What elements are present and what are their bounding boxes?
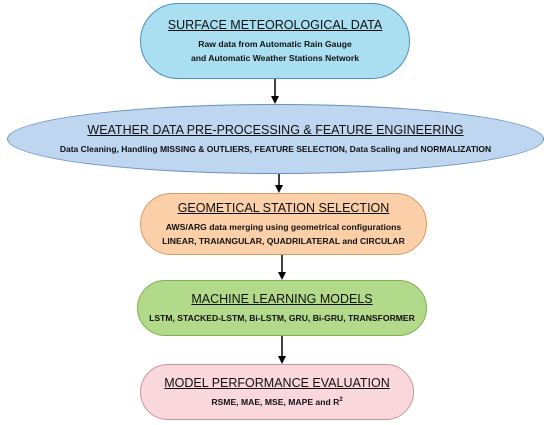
node-description: and Automatic Weather Stations Network [190, 52, 360, 63]
evaluation-node: MODEL PERFORMANCE EVALUATION RSME, MAE, … [140, 364, 414, 420]
ml-models-node: MACHINE LEARNING MODELS LSTM, STACKED-LS… [137, 280, 427, 336]
node-description: Data Cleaning, Handling MISSING & OUTLIE… [59, 143, 492, 154]
node-title: WEATHER DATA PRE-PROCESSING & FEATURE EN… [87, 122, 464, 137]
node-description: LINEAR, TRAIANGULAR, QUADRILATERAL and C… [162, 235, 405, 246]
station-selection-node: GEOMETICAL STATION SELECTION AWS/ARG dat… [140, 193, 427, 255]
node-title: GEOMETICAL STATION SELECTION [177, 200, 390, 215]
node-title: SURFACE METEOROLOGICAL DATA [167, 17, 383, 32]
node-description: AWS/ARG data merging using geometrical c… [165, 221, 402, 232]
node-title: MODEL PERFORMANCE EVALUATION [164, 375, 390, 390]
node-title: MACHINE LEARNING MODELS [191, 291, 373, 306]
node-description: Raw data from Automatic Rain Gauge [198, 38, 352, 49]
node-description: LSTM, STACKED-LSTM, Bi-LSTM, GRU, Bi-GRU… [149, 312, 415, 323]
node-description: RSME, MAE, MSE, MAPE and R2 [211, 395, 342, 409]
metrics-text: RSME, MAE, MSE, MAPE and R [211, 396, 340, 407]
surface-meteorological-data-node: SURFACE METEOROLOGICAL DATA Raw data fro… [140, 3, 410, 79]
superscript: 2 [339, 396, 343, 403]
preprocessing-node: WEATHER DATA PRE-PROCESSING & FEATURE EN… [7, 104, 544, 174]
